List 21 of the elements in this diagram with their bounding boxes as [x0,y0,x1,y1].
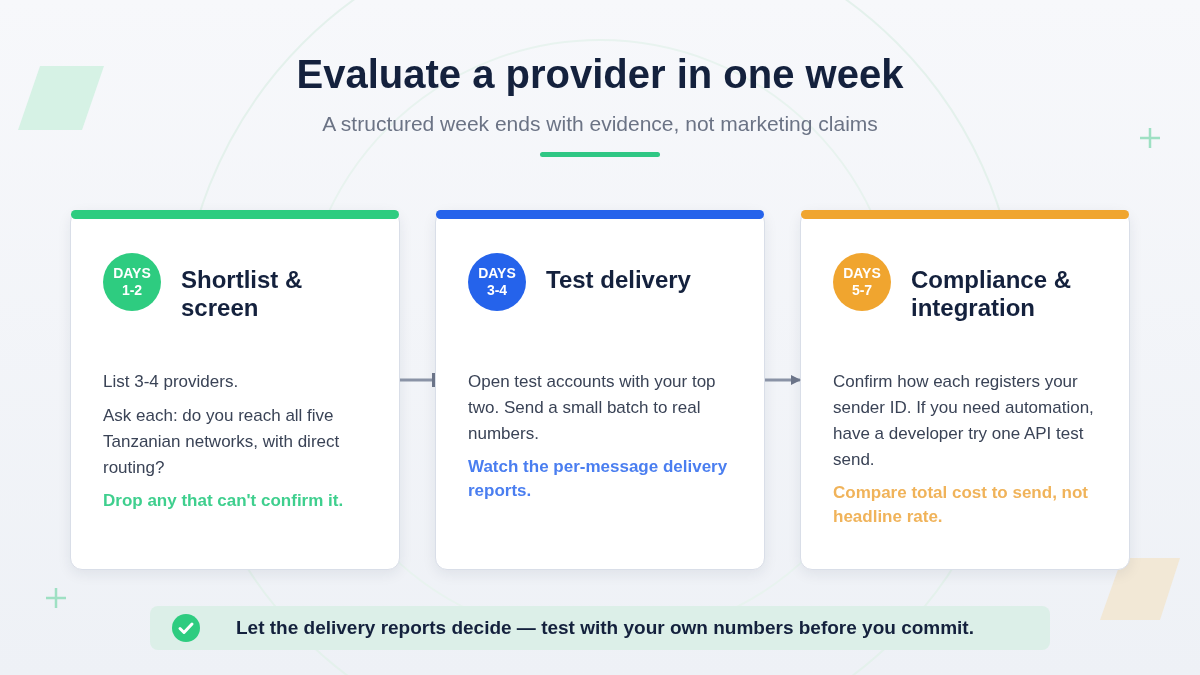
takeaway-banner [150,606,1050,650]
step-description: Ask each: do you reach all five Tanzanian networks, with direct routing? [103,405,341,479]
step-description: List 3-4 providers. [103,371,240,393]
step-heading: Shortlist & screen [181,266,304,322]
step-card [70,210,400,570]
connector-arrow [765,375,801,385]
step-heading: Test delivery [546,266,692,294]
subtitle: A structured week ends with evidence, not marketing claims [322,112,878,136]
step-description: Open test accounts with your top two. Send a small batch to real numbers. [468,371,717,445]
step-tip: Watch the per-message delivery reports. [468,456,729,502]
title: Evaluate a provider in one week [296,52,904,97]
day-badge: DAYS 5-7 [833,253,891,311]
day-badge: DAYS 1-2 [103,253,161,311]
step-description: Confirm how each registers your sender ID. If you need automation, have a developer try one API test send. [833,371,1095,471]
takeaway-text: Let the delivery reports decide — test with your own numbers before you commit. [236,617,974,639]
step-tip: Drop any that can't confirm it. [103,490,345,512]
day-badge: DAYS 3-4 [468,253,526,311]
step-tip: Compare total cost to send, not headline rate. [833,482,1090,528]
step-card [800,210,1130,570]
step-heading: Compliance & integration [911,266,1073,322]
step-card [435,210,765,570]
